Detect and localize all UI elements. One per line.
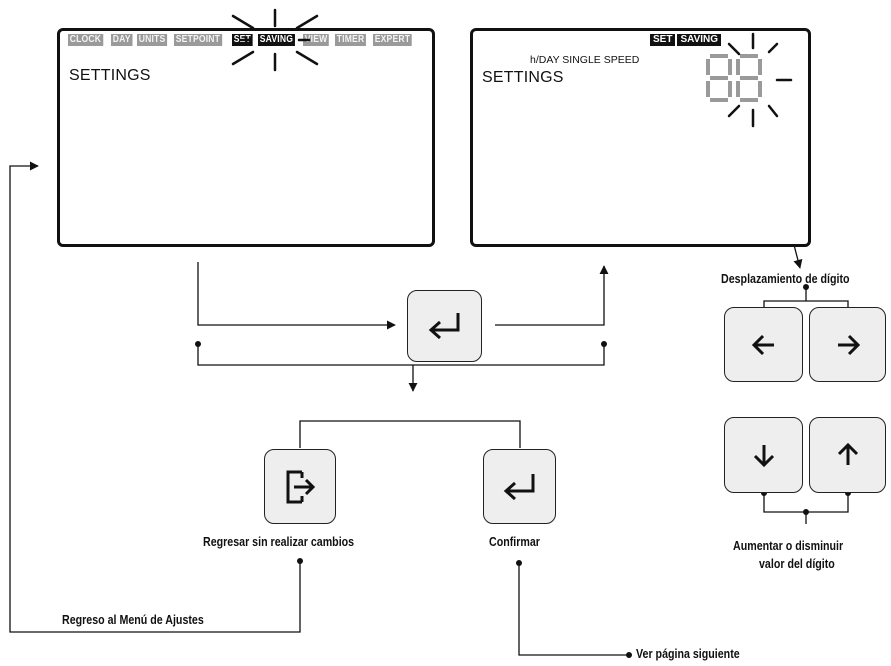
tab-units: UNITS: [137, 34, 168, 46]
down-key[interactable]: [724, 417, 803, 493]
label-next-page: Ver página siguiente: [636, 646, 740, 661]
arrow-right-icon: [837, 334, 860, 355]
screen2-title: SETTINGS: [482, 69, 564, 86]
blink-indicator-icon: [727, 32, 793, 128]
confirm-key[interactable]: [483, 449, 556, 524]
left-key[interactable]: [724, 307, 803, 382]
enter-key-top[interactable]: [407, 290, 482, 362]
arrow-left-icon: [751, 334, 774, 355]
label-digit-change-1: Aumentar o disminuir: [733, 538, 844, 553]
tab-day: DAY: [110, 34, 132, 46]
tab-setpoint: SETPOINT: [174, 34, 223, 46]
tab-clock: CLOCK: [68, 34, 103, 46]
tab-view: VIEW: [302, 34, 329, 46]
seven-segment-digits: [706, 54, 762, 102]
menu-tab-bar: CLOCK DAY UNITS SETPOINT SET SAVING VIEW…: [68, 34, 419, 46]
label-exit-no-changes: Regresar sin realizar cambios: [203, 534, 355, 549]
screen2-tab-bar: SET SAVING: [650, 34, 722, 46]
arrow-up-icon: [837, 442, 858, 465]
enter-icon: [503, 473, 534, 500]
tab-expert: EXPERT: [373, 34, 413, 46]
up-key[interactable]: [809, 417, 886, 493]
label-back-to-settings-menu: Regreso al Menú de Ajustes: [62, 612, 204, 627]
arrow-down-icon: [753, 445, 774, 468]
right-key[interactable]: [809, 307, 886, 382]
screen2-subtitle: h/DAY SINGLE SPEED: [530, 54, 640, 66]
lcd-screen-menu: CLOCK DAY UNITS SETPOINT SET SAVING VIEW…: [57, 28, 435, 247]
label-confirm: Confirmar: [489, 534, 540, 549]
exit-icon: [286, 470, 316, 503]
exit-key[interactable]: [264, 449, 336, 524]
tab-timer: TIMER: [335, 34, 367, 46]
tab-saving: SAVING: [677, 34, 722, 46]
tab-set: SET: [650, 34, 676, 46]
tab-saving: SAVING: [258, 34, 295, 46]
label-digit-change-2: valor del dígito: [759, 556, 835, 571]
label-digit-shift: Desplazamiento de dígito: [721, 271, 850, 286]
lcd-screen-setting: SET SAVING h/DAY SINGLE SPEED SETTINGS: [470, 28, 811, 247]
enter-icon: [428, 313, 459, 340]
blink-indicator-icon: [231, 8, 319, 72]
screen1-title: SETTINGS: [69, 67, 151, 84]
